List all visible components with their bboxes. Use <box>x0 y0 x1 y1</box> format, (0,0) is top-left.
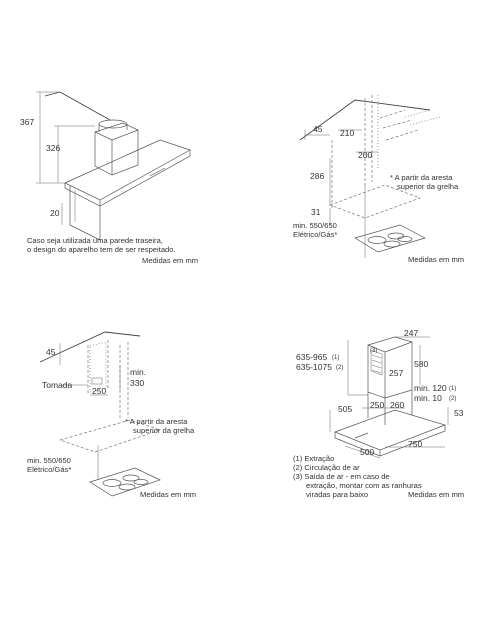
dim-635-1075: 635-1075 <box>296 362 332 372</box>
units-label: Medidas em mm <box>408 490 464 499</box>
min-label: min. <box>130 367 146 377</box>
units-label: Medidas em mm <box>140 490 196 499</box>
socket-label: Tomada <box>42 380 73 390</box>
min-height-2: Elétrico/Gás* <box>293 230 337 239</box>
duct-outlet <box>98 119 128 129</box>
cooktop <box>354 224 426 253</box>
ceiling-edge <box>39 331 141 363</box>
min-height-2: Elétrico/Gás* <box>27 465 71 474</box>
legend-3c: viradas para baixo <box>306 490 368 499</box>
control-strip <box>354 432 369 439</box>
edge-note-1: * A partir da aresta <box>390 173 453 182</box>
dim-750: 750 <box>408 439 422 449</box>
dim-330: 330 <box>130 378 144 388</box>
min-height-1: min. 550/650 <box>27 456 71 465</box>
dim-635-965: 635-965 <box>296 352 327 362</box>
dim-260: 260 <box>390 400 404 410</box>
socket-area <box>89 341 107 393</box>
socket-icon <box>91 377 103 385</box>
legend-3b: extração, montar com as ranhuras <box>306 481 422 490</box>
wall-edge <box>59 91 111 121</box>
ceiling-edge <box>299 99 431 141</box>
dim-200: 200 <box>358 150 372 160</box>
hood-chimney <box>94 122 139 176</box>
cooktop <box>89 467 161 497</box>
dim-367: 367 <box>20 117 34 127</box>
dim-45: 45 <box>46 347 56 357</box>
min-height-1: min. 550/650 <box>293 221 337 230</box>
edge-note-2: superior da grelha <box>397 182 459 191</box>
legend-3: (3) Saída de ar - em caso de <box>293 472 390 481</box>
dim-45: 45 <box>313 124 323 134</box>
panel-bottom-left: 45 Tomada 250 min. 330 * A partir da are… <box>27 331 196 499</box>
legend-1: (1) Extração <box>293 454 334 463</box>
min-10: min. 10 <box>414 393 442 403</box>
dim-500: 500 <box>360 447 374 457</box>
dim-20: 20 <box>50 208 60 218</box>
dim-247: 247 <box>404 328 418 338</box>
panel-top-left: 367 326 20 Caso seja utilizada uma pared… <box>20 91 198 265</box>
units-label: Medidas em mm <box>408 255 464 264</box>
ref-2b: (2) <box>449 396 456 402</box>
dim-257: 257 <box>389 368 403 378</box>
min-120: min. 120 <box>414 383 447 393</box>
ref-1b: (1) <box>449 386 456 392</box>
dim-286: 286 <box>310 171 324 181</box>
ref-3: (3) <box>370 348 377 354</box>
dim-250: 250 <box>370 400 384 410</box>
panel-bottom-right: 247 635-965 (1) 635-1075 (2) (3) 580 257… <box>293 328 464 499</box>
ref-2a: (2) <box>336 365 343 371</box>
dim-31: 31 <box>311 207 321 217</box>
units-label: Medidas em mm <box>142 256 198 265</box>
dim-250: 250 <box>92 386 106 396</box>
panel-top-right: 45 210 200 286 31 * A partir da aresta s… <box>293 95 464 264</box>
hood-outline <box>328 184 422 219</box>
edge-note-1: * A partir da aresta <box>125 417 188 426</box>
note-line-2: o design do aparelho tem de ser respeita… <box>27 245 176 254</box>
control-strip <box>149 167 166 177</box>
dim-580: 580 <box>414 359 428 369</box>
hood-canopy <box>334 409 447 451</box>
edge-note-2: superior da grelha <box>133 426 195 435</box>
dim-210: 210 <box>340 128 354 138</box>
note-line-1: Caso seja utilizada uma parede traseira, <box>27 236 163 245</box>
dim-53: 53 <box>454 408 464 418</box>
dim-505: 505 <box>338 404 352 414</box>
ref-1a: (1) <box>332 355 339 361</box>
legend-2: (2) Circulação de ar <box>293 463 360 472</box>
dim-326: 326 <box>46 143 60 153</box>
hood-outline <box>58 419 162 453</box>
